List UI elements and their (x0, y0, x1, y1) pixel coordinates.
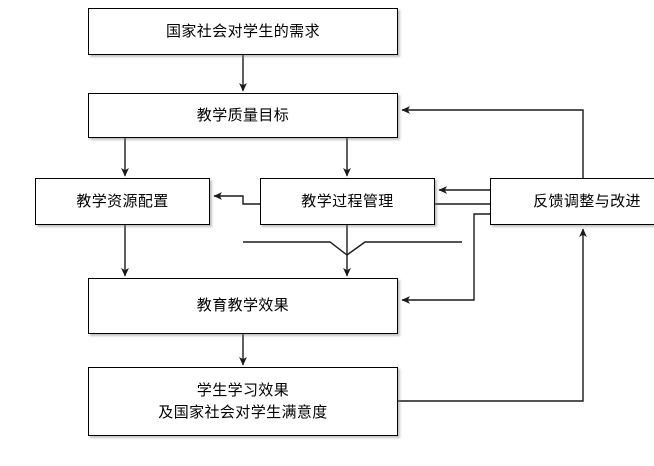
edge-funnel-right-strand (346, 241, 462, 256)
node-demand[interactable]: 国家社会对学生的需求 (88, 8, 398, 55)
node-student-outcome[interactable]: 学生学习效果 及国家社会对学生满意度 (88, 367, 398, 436)
node-quality-goal-label: 教学质量目标 (196, 105, 290, 124)
edge-feedback-to-effect (401, 213, 490, 304)
node-process-management[interactable]: 教学过程管理 (260, 178, 435, 225)
node-student-outcome-label: 学生学习效果 及国家社会对学生满意度 (158, 380, 328, 421)
node-process-management-label: 教学过程管理 (301, 191, 394, 210)
node-feedback-improvement-label: 反馈调整与改进 (533, 191, 641, 210)
node-feedback-improvement[interactable]: 反馈调整与改进 (490, 178, 654, 225)
node-resource-allocation-label: 教学资源配置 (76, 191, 169, 210)
edge-funnel-left-strand (243, 241, 348, 256)
node-resource-allocation[interactable]: 教学资源配置 (35, 178, 210, 225)
node-teaching-effect[interactable]: 教育教学效果 (88, 278, 398, 334)
edge-feedback-to-goal (401, 106, 584, 178)
node-demand-label: 国家社会对学生的需求 (165, 21, 320, 40)
edge-outcome-to-feedback (398, 228, 587, 402)
node-teaching-effect-label: 教育教学效果 (196, 296, 290, 315)
node-quality-goal[interactable]: 教学质量目标 (88, 93, 398, 138)
